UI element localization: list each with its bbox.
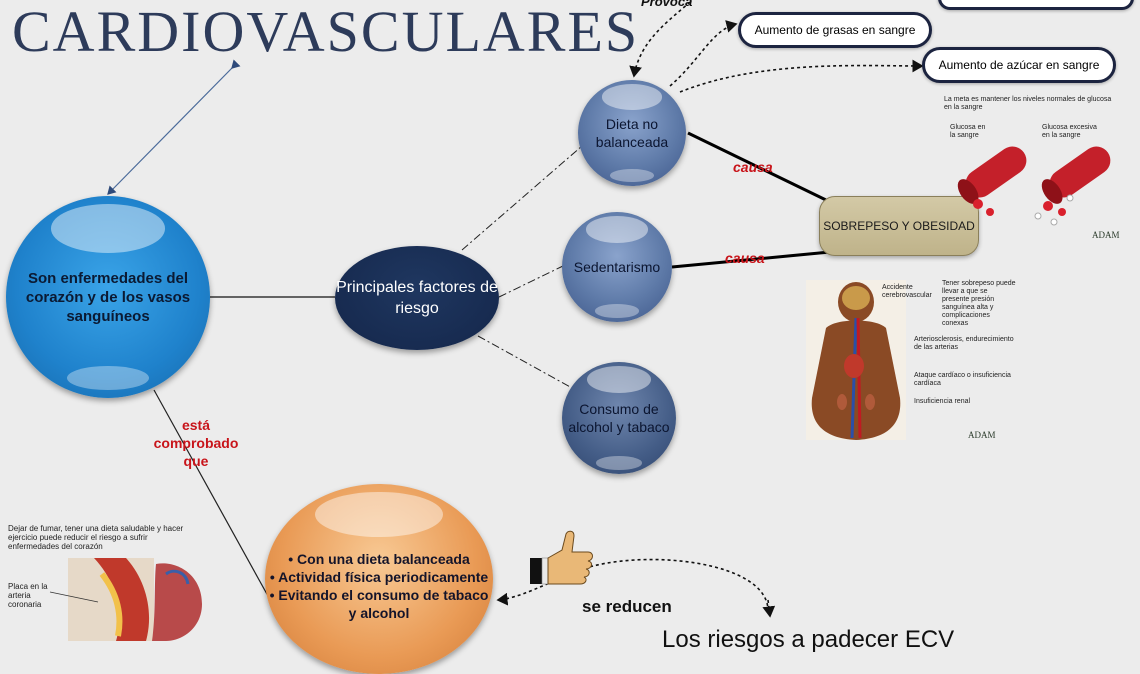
adam-credit-blood: ADAM	[1092, 230, 1120, 240]
factor-alcohol-node: Consumo de alcohol y tabaco	[562, 362, 676, 474]
prevention-item-diet: • Con una dieta balanceada	[288, 551, 470, 567]
glucose-excess-label: Glucosa excesiva en la sangre	[1042, 124, 1097, 139]
prevention-list: • Con una dieta balanceada • Actividad f…	[265, 550, 493, 622]
effect-fat-text: Aumento de grasas en sangre	[754, 23, 916, 37]
artery-plaque-label: Placa en la arteria coronaria	[8, 582, 48, 609]
causa-label-sedentary: causa	[725, 250, 765, 266]
bottom-text: Los riesgos a padecer ECV	[662, 626, 955, 653]
thumbs-up-icon	[530, 530, 593, 585]
prevention-node: • Con una dieta balanceada • Actividad f…	[265, 484, 493, 674]
effect-fat-pill: Aumento de grasas en sangre	[738, 12, 932, 48]
reduce-label: se reducen	[582, 597, 672, 616]
body-silhouette-drawing	[806, 280, 906, 440]
hub-sed-link	[498, 265, 564, 298]
page-title: CARDIOVASCULARES	[12, 0, 640, 64]
factor-sedentary-node: Sedentarismo	[562, 212, 672, 322]
blood-vessel-drawing	[957, 146, 1111, 226]
glucose-illustration: La meta es mantener los niveles normales…	[938, 94, 1134, 244]
reduce-arrow-down	[762, 599, 776, 618]
body-renal-label: Insuficiencia renal	[914, 398, 971, 405]
factor-diet-text: Dieta no balanceada	[595, 116, 669, 150]
body-arterio-label: Arteriosclerosis, endurecimiento de las …	[914, 336, 1014, 351]
obesity-text: SOBREPESO Y OBESIDAD	[823, 219, 975, 233]
factor-sedentary-text: Sedentarismo	[573, 259, 661, 275]
connector-lines	[107, 1, 924, 618]
effect-top-pill	[938, 0, 1134, 10]
factor-diet-node: Dieta no balanceada	[578, 80, 686, 186]
glucose-caption: La meta es mantener los niveles normales…	[944, 96, 1112, 111]
factor-alcohol-text: Consumo de alcohol y tabaco	[568, 401, 670, 435]
effect-sugar-pill: Aumento de azúcar en sangre	[922, 47, 1116, 83]
body-stroke-label: Accidente cerebrovascular	[882, 284, 932, 299]
risk-factors-hub: Principales factores de riesgo	[335, 246, 499, 350]
diet-obesity-link	[687, 131, 827, 202]
artery-drawing	[49, 558, 202, 641]
adam-credit-body: ADAM	[968, 430, 996, 440]
prevention-item-avoid: • Evitando el consumo de tabaco y alcoho…	[269, 587, 489, 621]
body-heart-label: Ataque cardíaco o insuficiencia cardíaca	[914, 372, 1011, 387]
provoca-arrow	[629, 1, 691, 78]
proven-label: está comprobado que	[153, 417, 239, 469]
risk-factors-hub-text: Principales factores de riesgo	[336, 279, 498, 317]
causa-label-diet: causa	[733, 159, 773, 175]
effect-sugar-text: Aumento de azúcar en sangre	[938, 58, 1100, 72]
prevention-item-activity: • Actividad física periodicamente	[269, 569, 489, 585]
obesity-body-illustration: Accidente cerebrovascular Tener sobrepes…	[802, 278, 1018, 446]
main-definition-text: Son enfermedades del corazón y de los va…	[25, 269, 191, 325]
glucose-normal-label: Glucosa en la sangre	[950, 124, 986, 139]
sugar-arrow	[679, 59, 924, 93]
artery-heart-illustration: Dejar de fumar, tener una dieta saludabl…	[6, 524, 216, 641]
hub-diet-link	[461, 145, 583, 251]
title-link	[107, 59, 241, 195]
fat-arrow	[669, 20, 738, 87]
hub-alc-link	[477, 335, 573, 389]
provoca-label: Provoca	[641, 0, 693, 9]
body-note-label: Tener sobrepeso puede llevar a que se pr…	[942, 280, 1016, 327]
obesity-node: SOBREPESO Y OBESIDAD	[819, 196, 979, 256]
sed-obesity-link	[671, 250, 831, 269]
main-prevention-link	[153, 389, 269, 597]
artery-caption: Dejar de fumar, tener una dieta saludabl…	[8, 524, 184, 551]
main-definition-node: Son enfermedades del corazón y de los va…	[6, 196, 210, 398]
